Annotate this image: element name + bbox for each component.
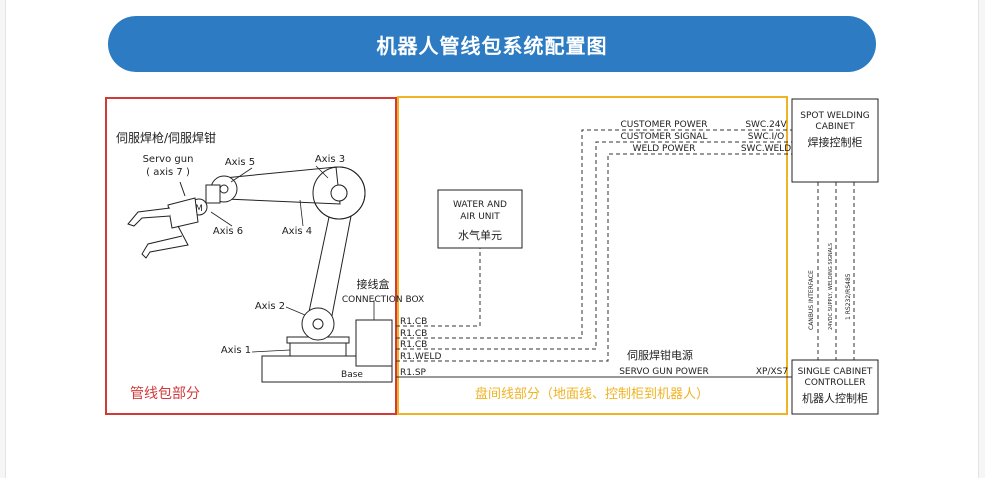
axis6-label: Axis 6 — [213, 226, 243, 237]
servo-gun-axis-label: ( axis 7 ) — [146, 167, 190, 178]
page-title: 机器人管线包系统配置图 — [108, 16, 876, 72]
servo-gun-en-label: Servo gun — [143, 154, 194, 165]
connection-box-en-label: CONNECTION BOX — [342, 295, 424, 305]
controller-en-line2: CONTROLLER — [805, 378, 866, 388]
axis1-turntable — [289, 341, 347, 357]
spot-cabinet-en-line1: SPOT WELDING — [800, 111, 869, 121]
customer-power-code: SWC.24V — [745, 120, 787, 130]
axis4-label: Axis 4 — [282, 226, 312, 237]
axis3-label: Axis 3 — [315, 154, 345, 165]
pipeline-section-caption: 管线包部分 — [130, 386, 200, 402]
rs232-label: 1 RS232/RS485 — [845, 273, 852, 320]
controller-en-line1: SINGLE CABINET — [798, 367, 873, 377]
servo-gun-body — [167, 197, 199, 229]
port-label: R1.CB — [400, 329, 427, 339]
controller-cn: 机器人控制柜 — [802, 391, 868, 405]
port-label: R1.SP — [400, 368, 427, 378]
water-unit-cn: 水气单元 — [458, 228, 502, 242]
water-unit-en-line2: AIR UNIT — [460, 212, 500, 222]
servo-power-code: XP/XS7 — [756, 367, 788, 377]
cabling-section-caption: 盘间线部分（地面线、控制柜到机器人） — [475, 386, 709, 402]
port-label: R1.CB — [400, 317, 427, 327]
servo-gun-cn-label: 伺服焊枪/伺服焊钳 — [116, 130, 216, 145]
connection-box-cn-label: 接线盒 — [357, 277, 390, 291]
weld-power-code: SWC.WELD — [741, 144, 791, 154]
robot-arm-drawing — [127, 166, 393, 383]
welding-signals-label: 24VDC SUPPLY, WELDING SIGNALS — [828, 243, 834, 330]
servo-power-cn-label: 伺服焊钳电源 — [627, 348, 693, 362]
cabling-section-frame — [397, 96, 788, 415]
port-label: R1.CB — [400, 340, 427, 350]
axis5-label: Axis 5 — [225, 157, 255, 168]
pipeline-section-frame — [105, 97, 397, 415]
weld-power-label: WELD POWER — [633, 144, 696, 154]
axis2-label: Axis 2 — [255, 301, 285, 312]
customer-power-label: CUSTOMER POWER — [620, 120, 707, 130]
motor-label: M — [195, 204, 203, 214]
spot-cabinet-cn: 焊接控制柜 — [808, 135, 863, 149]
customer-signal-code: SWC.I/O — [748, 132, 785, 142]
dashed-cables — [396, 129, 855, 362]
spot-welding-cabinet — [791, 98, 879, 183]
servo-power-en-label: SERVO GUN POWER — [619, 367, 709, 377]
port-label: R1.WELD — [400, 352, 441, 362]
water-unit-en-line1: WATER AND — [453, 200, 507, 210]
spot-cabinet-en-line2: CABINET — [815, 122, 855, 132]
customer-signal-label: CUSTOMER SIGNAL — [621, 132, 708, 142]
water-air-unit — [437, 189, 523, 249]
canbus-interface-label: CANBUS INTERFACE — [808, 270, 815, 330]
connection-box — [355, 319, 393, 367]
robot-controller-cabinet — [791, 359, 879, 415]
base-label: Base — [341, 370, 363, 380]
axis-leader-lines — [210, 165, 375, 353]
axis1-label: Axis 1 — [221, 345, 251, 356]
